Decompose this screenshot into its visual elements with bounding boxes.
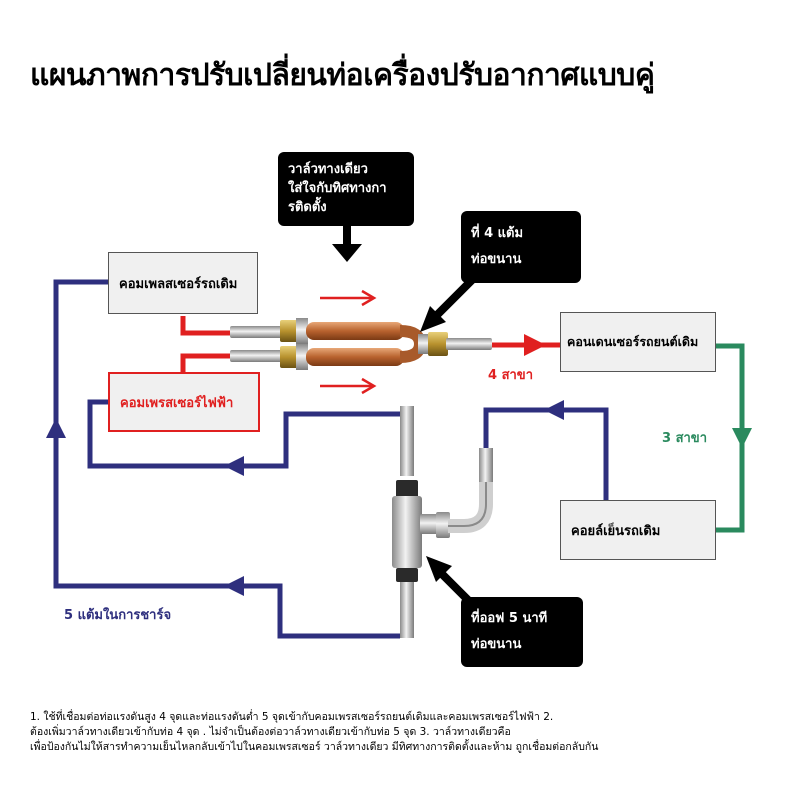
green-arrow-down [732,428,752,448]
check-valve-line-2: ใส่ใจกับทิศทางกา [288,181,387,196]
point5-callout: ที่ออฟ 5 นาที ท่อขนาน [461,597,583,667]
blue-arrow-up [46,418,66,438]
point4-callout: ที่ 4 แต้ม ท่อขนาน [461,211,581,283]
page-title: แผนภาพการปรับเปลี่ยนท่อเครื่องปรับอากาศแ… [30,58,655,93]
blue-arrow-left-3 [544,400,564,420]
flow-arrows [320,289,377,395]
point4-line-2: ท่อขนาน [471,252,522,267]
evaporator-box: คอยล์เย็นรถเดิม [560,500,716,560]
note-line-1: 1. ใช้ที่เชื่อมต่อท่อแรงดันสูง 4 จุดและท… [30,711,554,723]
check-valve-assembly [230,318,492,370]
note-line-2: ต้องเพิ่มวาล์วทางเดียวเข้ากับท่อ 4 จุด .… [30,726,511,738]
condenser-box: คอนเดนเซอร์รถยนต์เดิม [560,312,716,372]
orig-compressor-box: คอมเพลสเซอร์รถเดิม [108,252,258,314]
check-valve-callout: วาล์วทางเดียว ใส่ใจกับทิศทางกา รติดตั้ง [278,152,414,226]
callout-arrows [332,222,479,607]
red-line-orig [180,316,232,336]
point4-line-1: ที่ 4 แต้ม [471,226,524,241]
blue-line-left-loop [53,279,400,639]
blue-arrow-left-2 [224,576,244,596]
notes: 1. ใช้ที่เชื่อมต่อท่อแรงดันสูง 4 จุดและท… [30,710,775,755]
blue-line-evaporator [483,407,609,500]
note-line-3: เพื่อป้องกันไม่ให้สารทำความเย็นไหลกลับเข… [30,741,599,753]
blue-arrow-left-1 [224,456,244,476]
charge5-label: 5 แต้มในการชาร์จ [64,608,172,623]
red-arrow-out [524,334,546,356]
red-line-electric [180,353,232,372]
point5-line-2: ท่อขนาน [471,637,522,652]
branch4-label: 4 สาขา [488,368,533,383]
electric-compressor-box: คอมเพรสเซอร์ไฟฟ้า [108,372,260,432]
tee-fitting [392,406,493,638]
branch3-label: 3 สาขา [662,431,707,446]
blue-line-electric-loop [87,399,400,469]
check-valve-line-3: รติดตั้ง [288,200,327,215]
check-valve-line-1: วาล์วทางเดียว [288,162,368,177]
point5-line-1: ที่ออฟ 5 นาที [471,611,548,626]
